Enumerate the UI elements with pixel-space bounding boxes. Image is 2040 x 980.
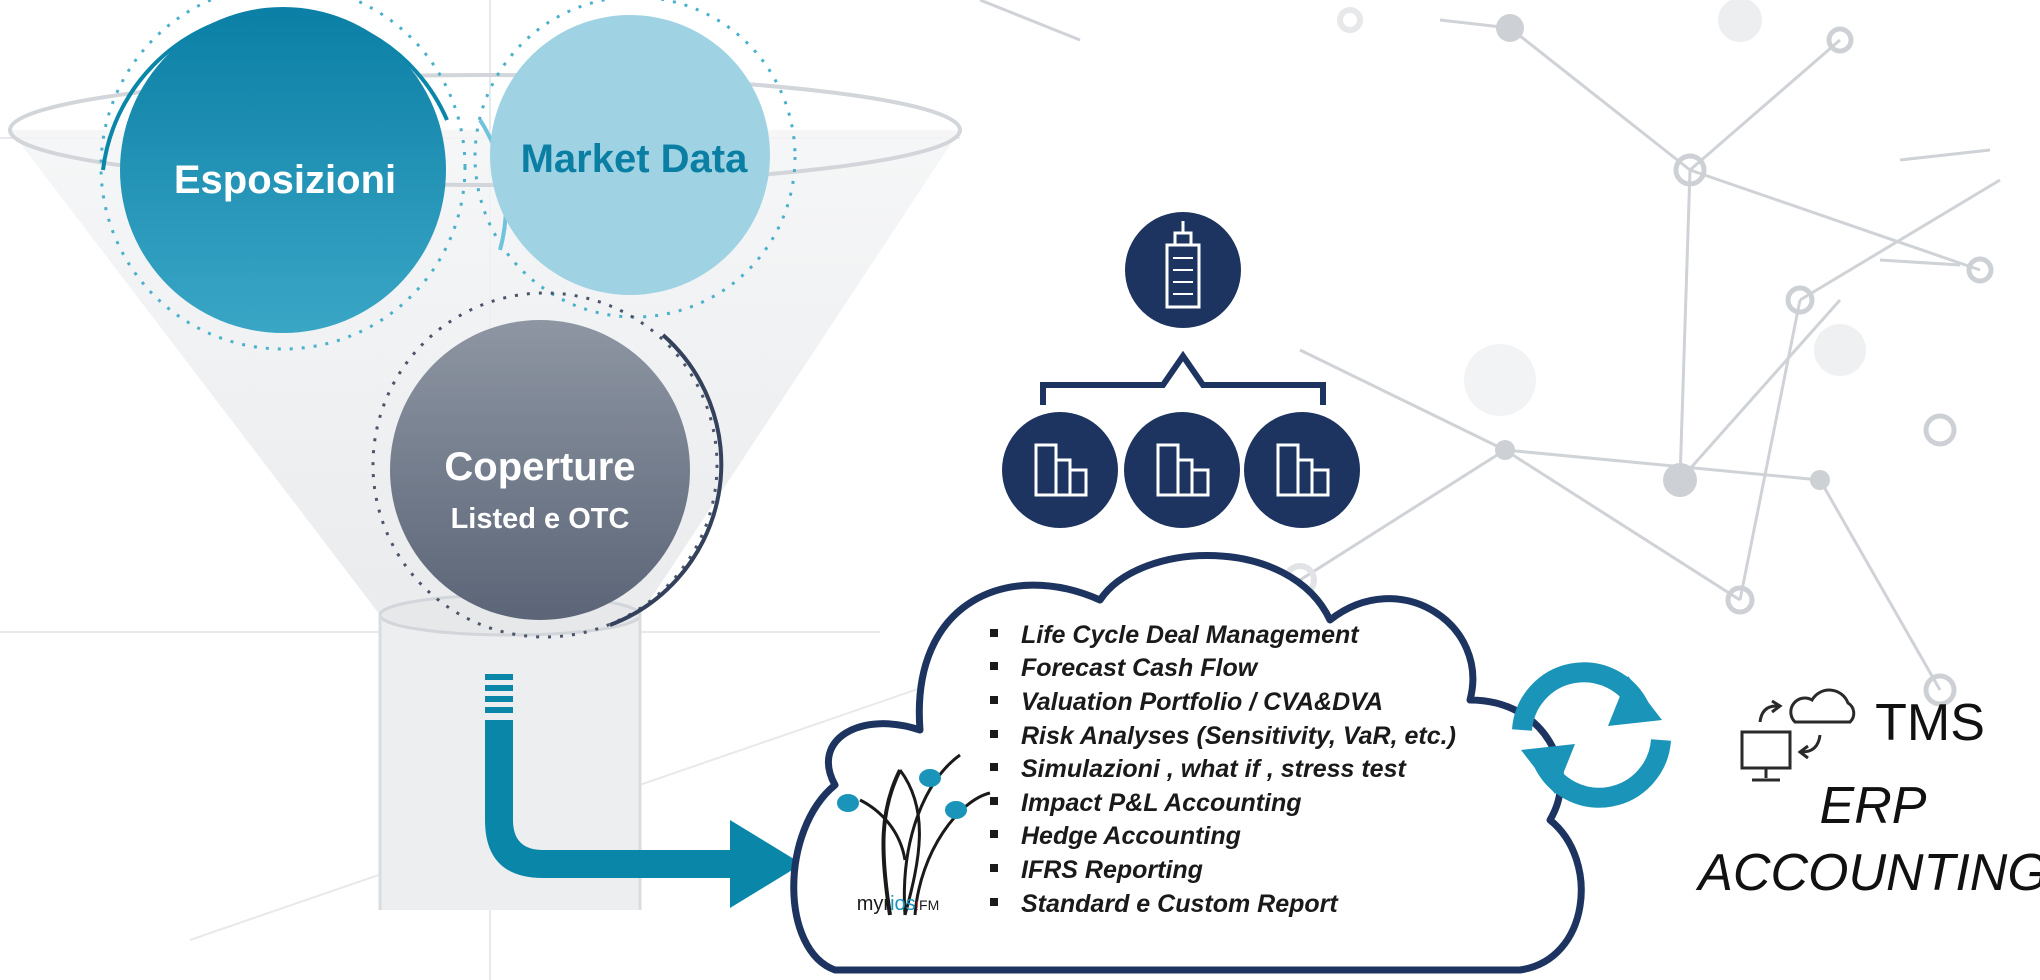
network-nodes — [1283, 0, 1994, 707]
integrations: TMS ERP ACCOUNTING — [1695, 694, 2040, 902]
market-data-circle: Market Data — [473, 0, 797, 319]
list-item: Life Cycle Deal Management — [1021, 621, 1360, 649]
cloud-sync-icon — [1740, 688, 1856, 782]
logo-suffix: FM — [919, 897, 939, 913]
list-item: IFRS Reporting — [1021, 856, 1203, 884]
coperture-circle: Coperture Listed e OTC — [371, 291, 724, 639]
city-icon — [1244, 412, 1360, 528]
logo-prefix: myr — [857, 893, 891, 915]
coperture-sublabel: Listed e OTC — [451, 503, 630, 535]
company-hierarchy — [1002, 212, 1360, 528]
city-icon — [1124, 412, 1240, 528]
coperture-label: Coperture — [444, 445, 635, 489]
esposizioni-circle: Esposizioni — [99, 0, 467, 351]
accounting-label: ACCOUNTING — [1695, 844, 2040, 902]
network-background — [979, 0, 2001, 691]
tms-label: TMS — [1875, 694, 1985, 752]
myrios-logo: myrios!FM — [837, 753, 991, 916]
market-data-label: Market Data — [521, 137, 749, 181]
list-item: Impact P&L Accounting — [1021, 789, 1302, 817]
list-item: Standard e Custom Report — [1021, 890, 1339, 918]
erp-label: ERP — [1820, 777, 1927, 835]
flow-arrow — [485, 674, 802, 908]
building-icon — [1125, 212, 1241, 328]
refresh-arrowhead — [1608, 676, 1662, 726]
list-item: Hedge Accounting — [1021, 822, 1241, 850]
esposizioni-label: Esposizioni — [174, 158, 396, 202]
city-icon — [1002, 412, 1118, 528]
feature-list: Life Cycle Deal Management Forecast Cash… — [990, 621, 1456, 918]
refresh-arrowhead — [1521, 744, 1575, 794]
list-item: Simulazioni , what if , stress test — [1021, 755, 1407, 783]
logo-highlight: ios — [890, 893, 916, 915]
list-item: Forecast Cash Flow — [1021, 654, 1259, 682]
list-item: Valuation Portfolio / CVA&DVA — [1021, 688, 1383, 716]
logo-wordmark: myrios!FM — [857, 893, 939, 915]
list-item: Risk Analyses (Sensitivity, VaR, etc.) — [1021, 722, 1456, 750]
